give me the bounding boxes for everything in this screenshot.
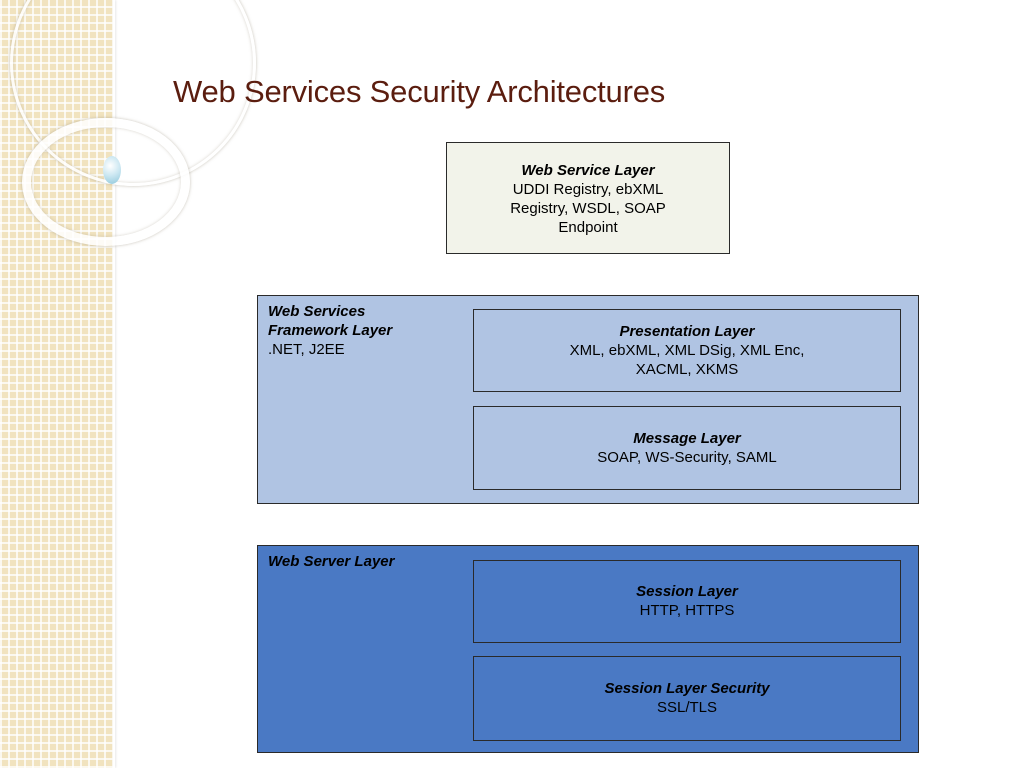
framework-layer-heading: Web Services [268,303,366,320]
message-layer-box: Message Layer SOAP, WS-Security, SAML [473,406,901,490]
session-layer-security-box: Session Layer Security SSL/TLS [473,656,901,741]
web-service-layer-box: Web Service Layer UDDI Registry, ebXML R… [446,142,730,254]
presentation-layer-heading: Presentation Layer [619,323,755,340]
decorative-ring-small [22,118,190,246]
web-service-layer-line: Endpoint [558,219,618,236]
framework-layer-heading: Framework Layer [268,322,393,339]
web-server-layer-label: Web Server Layer [268,552,394,571]
web-service-layer-heading: Web Service Layer [521,162,655,179]
presentation-layer-line: XACML, XKMS [635,361,739,378]
session-layer-security-heading: Session Layer Security [604,680,770,697]
web-service-layer-line: Registry, WSDL, SOAP [510,200,666,217]
side-strip-edge [113,0,115,768]
session-layer-line: HTTP, HTTPS [639,602,735,619]
session-layer-security-line: SSL/TLS [656,699,718,716]
session-layer-heading: Session Layer [636,583,738,600]
presentation-layer-line: XML, ebXML, XML DSig, XML Enc, [569,342,805,359]
message-layer-line: SOAP, WS-Security, SAML [597,449,777,466]
web-service-layer-line: UDDI Registry, ebXML [512,181,664,198]
framework-layer-detail: .NET, J2EE [268,341,345,358]
slide-title: Web Services Security Architectures [173,74,666,109]
decorative-orb [103,156,121,184]
web-server-layer-heading: Web Server Layer [268,553,395,570]
session-layer-box: Session Layer HTTP, HTTPS [473,560,901,643]
framework-layer-label: Web Services Framework Layer .NET, J2EE [268,302,392,359]
framework-layer-box: Web Services Framework Layer .NET, J2EE … [257,295,919,504]
message-layer-heading: Message Layer [633,430,741,447]
presentation-layer-box: Presentation Layer XML, ebXML, XML DSig,… [473,309,901,392]
web-server-layer-box: Web Server Layer Session Layer HTTP, HTT… [257,545,919,753]
